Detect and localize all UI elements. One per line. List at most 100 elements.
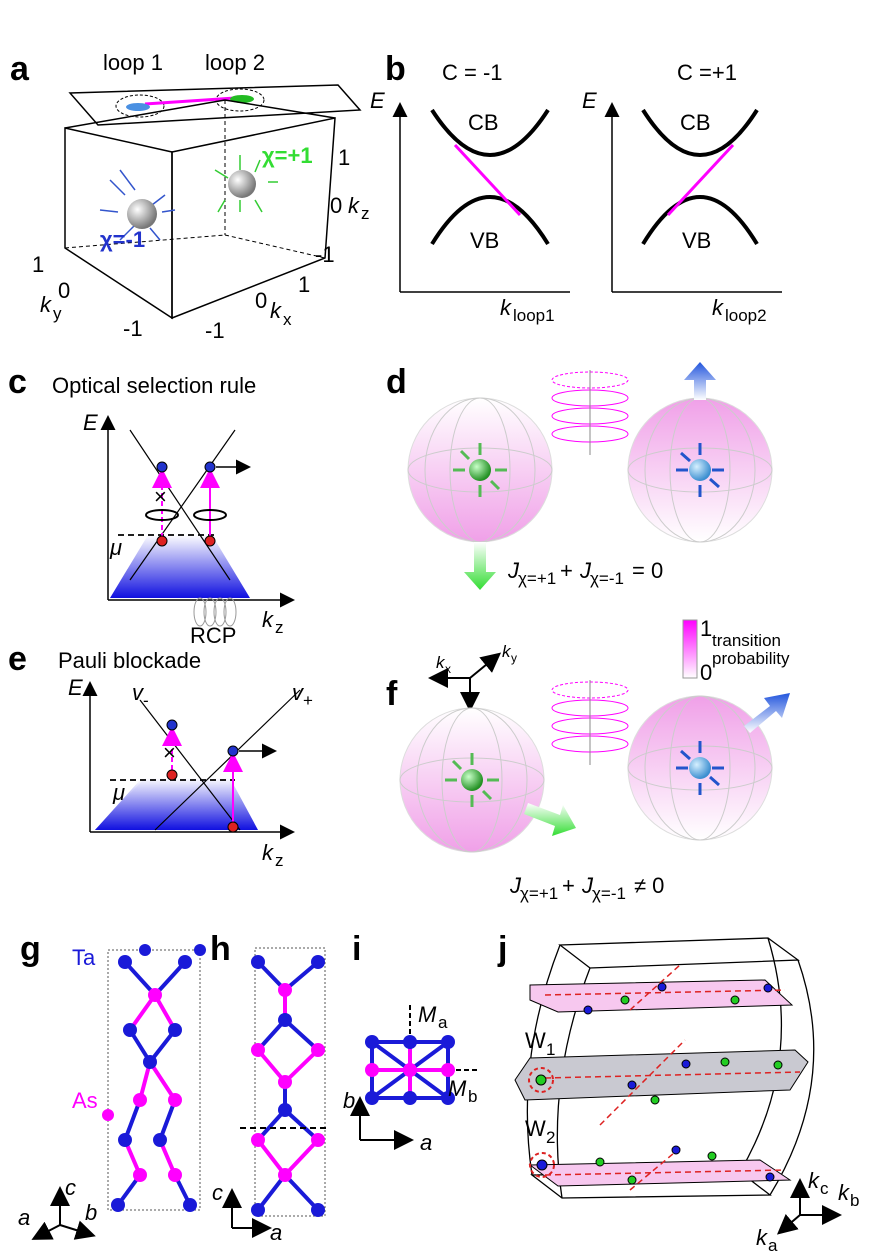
kx-sub: x [283, 310, 292, 329]
g-as-atoms [102, 988, 182, 1182]
legend-colorbar [682, 619, 698, 679]
j-W1-label: W [525, 1028, 546, 1053]
b-right-weyl-line [666, 143, 735, 217]
b-right-xsub: loop2 [725, 306, 767, 325]
c-fermi-sea [110, 535, 250, 598]
c-band-1 [129, 429, 231, 581]
i-Mb-sub: b [468, 1087, 477, 1106]
b-right-title: C =+1 [677, 60, 737, 85]
b-right-E: E [582, 88, 597, 113]
loop1-circle [115, 94, 165, 118]
g-b-label: b [85, 1200, 97, 1225]
h-unit-cell [254, 947, 326, 1217]
h-as-atoms [251, 983, 325, 1182]
j-plane-middle [514, 1049, 809, 1101]
cube-front-face [171, 117, 336, 320]
kx-tick-1: 1 [298, 272, 310, 297]
g-a-label: a [18, 1205, 30, 1230]
e-dot-bottom-right [227, 821, 239, 833]
f-green-current [524, 803, 576, 836]
f-neq: ≠ 0 [634, 873, 664, 898]
e-fermi-sea-fill [95, 778, 258, 830]
panel-c: c Optical selection rule E μ × RCP k z [8, 363, 295, 648]
b-right-CB: CB [680, 110, 711, 135]
panel-f-label: f [386, 675, 398, 713]
j-highlight-w2 [529, 1152, 555, 1178]
legend-bottom: 0 [700, 660, 712, 685]
f-green-arrows [445, 753, 499, 807]
loop1-label: loop 1 [103, 50, 163, 75]
panel-b-label: b [385, 50, 406, 88]
d-helix [551, 370, 629, 455]
legend-text1: transition [712, 631, 781, 650]
j-W1-sub: 1 [546, 1040, 555, 1059]
legend-text2: probability [712, 649, 790, 668]
g-Ta-label: Ta [72, 945, 96, 970]
j-plane-top [529, 979, 794, 1013]
panel-h: h c a [210, 930, 330, 1245]
e-dot-bottom-left [166, 769, 178, 781]
j-kc-sub: c [820, 1179, 829, 1198]
legend-top: 1 [700, 616, 712, 641]
kz-sub: z [361, 204, 370, 223]
axis-ky [469, 652, 502, 679]
j-highlight-w1 [528, 1067, 554, 1093]
c-rotation-left [145, 509, 179, 521]
g-c-label: c [65, 1175, 76, 1200]
d-J-minus: J [579, 558, 592, 583]
c-cross: × [154, 484, 167, 509]
panel-i: i M a M b b a [343, 930, 480, 1155]
g-ta-atoms [111, 944, 206, 1212]
j-ka-sub: a [768, 1236, 778, 1254]
b-left-VB: VB [470, 228, 499, 253]
panel-h-label: h [210, 930, 231, 968]
weyl-node-plus [228, 170, 256, 198]
j-W2-label: W [525, 1116, 546, 1141]
d-J-minus-sub: χ=-1 [590, 569, 624, 588]
d-J-plus-sub: χ=+1 [518, 569, 556, 588]
g-unit-cell [107, 949, 201, 1211]
cube-edge [64, 99, 226, 129]
j-axis-ka [776, 1214, 801, 1235]
panel-d: d J χ=+1 + [386, 362, 773, 590]
d-blue-arrows [676, 443, 724, 497]
panel-d-label: d [386, 363, 407, 401]
c-rotation-right [193, 509, 227, 521]
kz-tick-1: 1 [338, 145, 350, 170]
i-Ma-label: M [418, 1002, 437, 1027]
cube-left-face [64, 127, 173, 320]
d-equals: = 0 [632, 558, 663, 583]
d-blue-node [689, 459, 711, 481]
ky-tick-0: 0 [58, 278, 70, 303]
axis-ky-label: k [502, 642, 512, 661]
loop-connector [144, 96, 236, 106]
e-E: E [68, 675, 83, 700]
kx-tick-0: 0 [255, 288, 267, 313]
e-band-minus [139, 699, 241, 831]
panel-j: j W 1 [497, 930, 859, 1254]
i-a-label: a [420, 1130, 432, 1155]
axis-kx-sub: x [445, 662, 451, 676]
g-axis-b [59, 1220, 96, 1240]
panel-f: f J χ=+1 + [386, 675, 790, 903]
legend: 1 0 transition probability k x k y k z [428, 616, 790, 730]
f-helix [551, 680, 629, 765]
i-Mb-label: M [448, 1076, 467, 1101]
e-dot-top-right [227, 745, 239, 757]
field-arrows-minus [99, 169, 176, 241]
panel-a: a loop 1 loop 2 χ=+1 [10, 50, 370, 343]
i-as-atoms [365, 1063, 455, 1077]
e-dot-top-left [166, 719, 178, 731]
kz-tick-0: 0 [330, 193, 342, 218]
f-J-minus: J [581, 873, 594, 898]
c-title: Optical selection rule [52, 373, 256, 398]
f-J-minus-sub: χ=-1 [592, 884, 626, 903]
panel-e-label: e [8, 640, 27, 678]
i-b-label: b [343, 1088, 355, 1113]
ky-tick-1: 1 [32, 252, 44, 277]
kz-tick-m1: -1 [315, 242, 335, 267]
d-green-arrows [453, 443, 507, 497]
cube-hidden-edge [64, 234, 226, 249]
e-cross: × [163, 740, 176, 765]
c-band-2 [129, 429, 236, 581]
